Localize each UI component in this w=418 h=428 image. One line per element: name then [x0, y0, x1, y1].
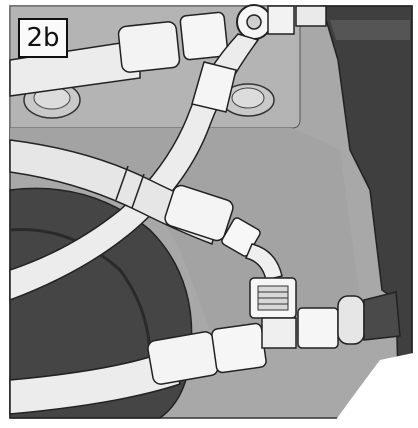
fitting-lower-nut: [211, 322, 267, 374]
hose-top-left: [9, 39, 141, 97]
fitting-lower-right-nut: [297, 307, 339, 349]
engine-block-ridge: [330, 20, 410, 40]
hose-lower-left: [9, 348, 181, 415]
hose-into-block: [363, 291, 401, 341]
figure-label: 2b: [18, 18, 68, 58]
fitting-top-right: [267, 5, 295, 35]
page-corner: [330, 352, 418, 428]
bolt-head-right-inner: [231, 87, 265, 109]
hose-curved-sleeve: [191, 61, 237, 113]
hose-band-2: [131, 173, 145, 209]
fitting-lower-right-cap: [337, 295, 365, 345]
fitting-top-right-cap: [295, 5, 327, 27]
fitting-middle-sleeve: [164, 184, 234, 242]
fitting-top-sleeve: [117, 21, 181, 73]
housing-edge: [9, 228, 152, 361]
fitting-lower-adapter: [261, 317, 297, 349]
hose-band-1: [115, 165, 129, 201]
banjo-bolt: [246, 14, 262, 30]
fitting-top-nut: [179, 11, 229, 61]
